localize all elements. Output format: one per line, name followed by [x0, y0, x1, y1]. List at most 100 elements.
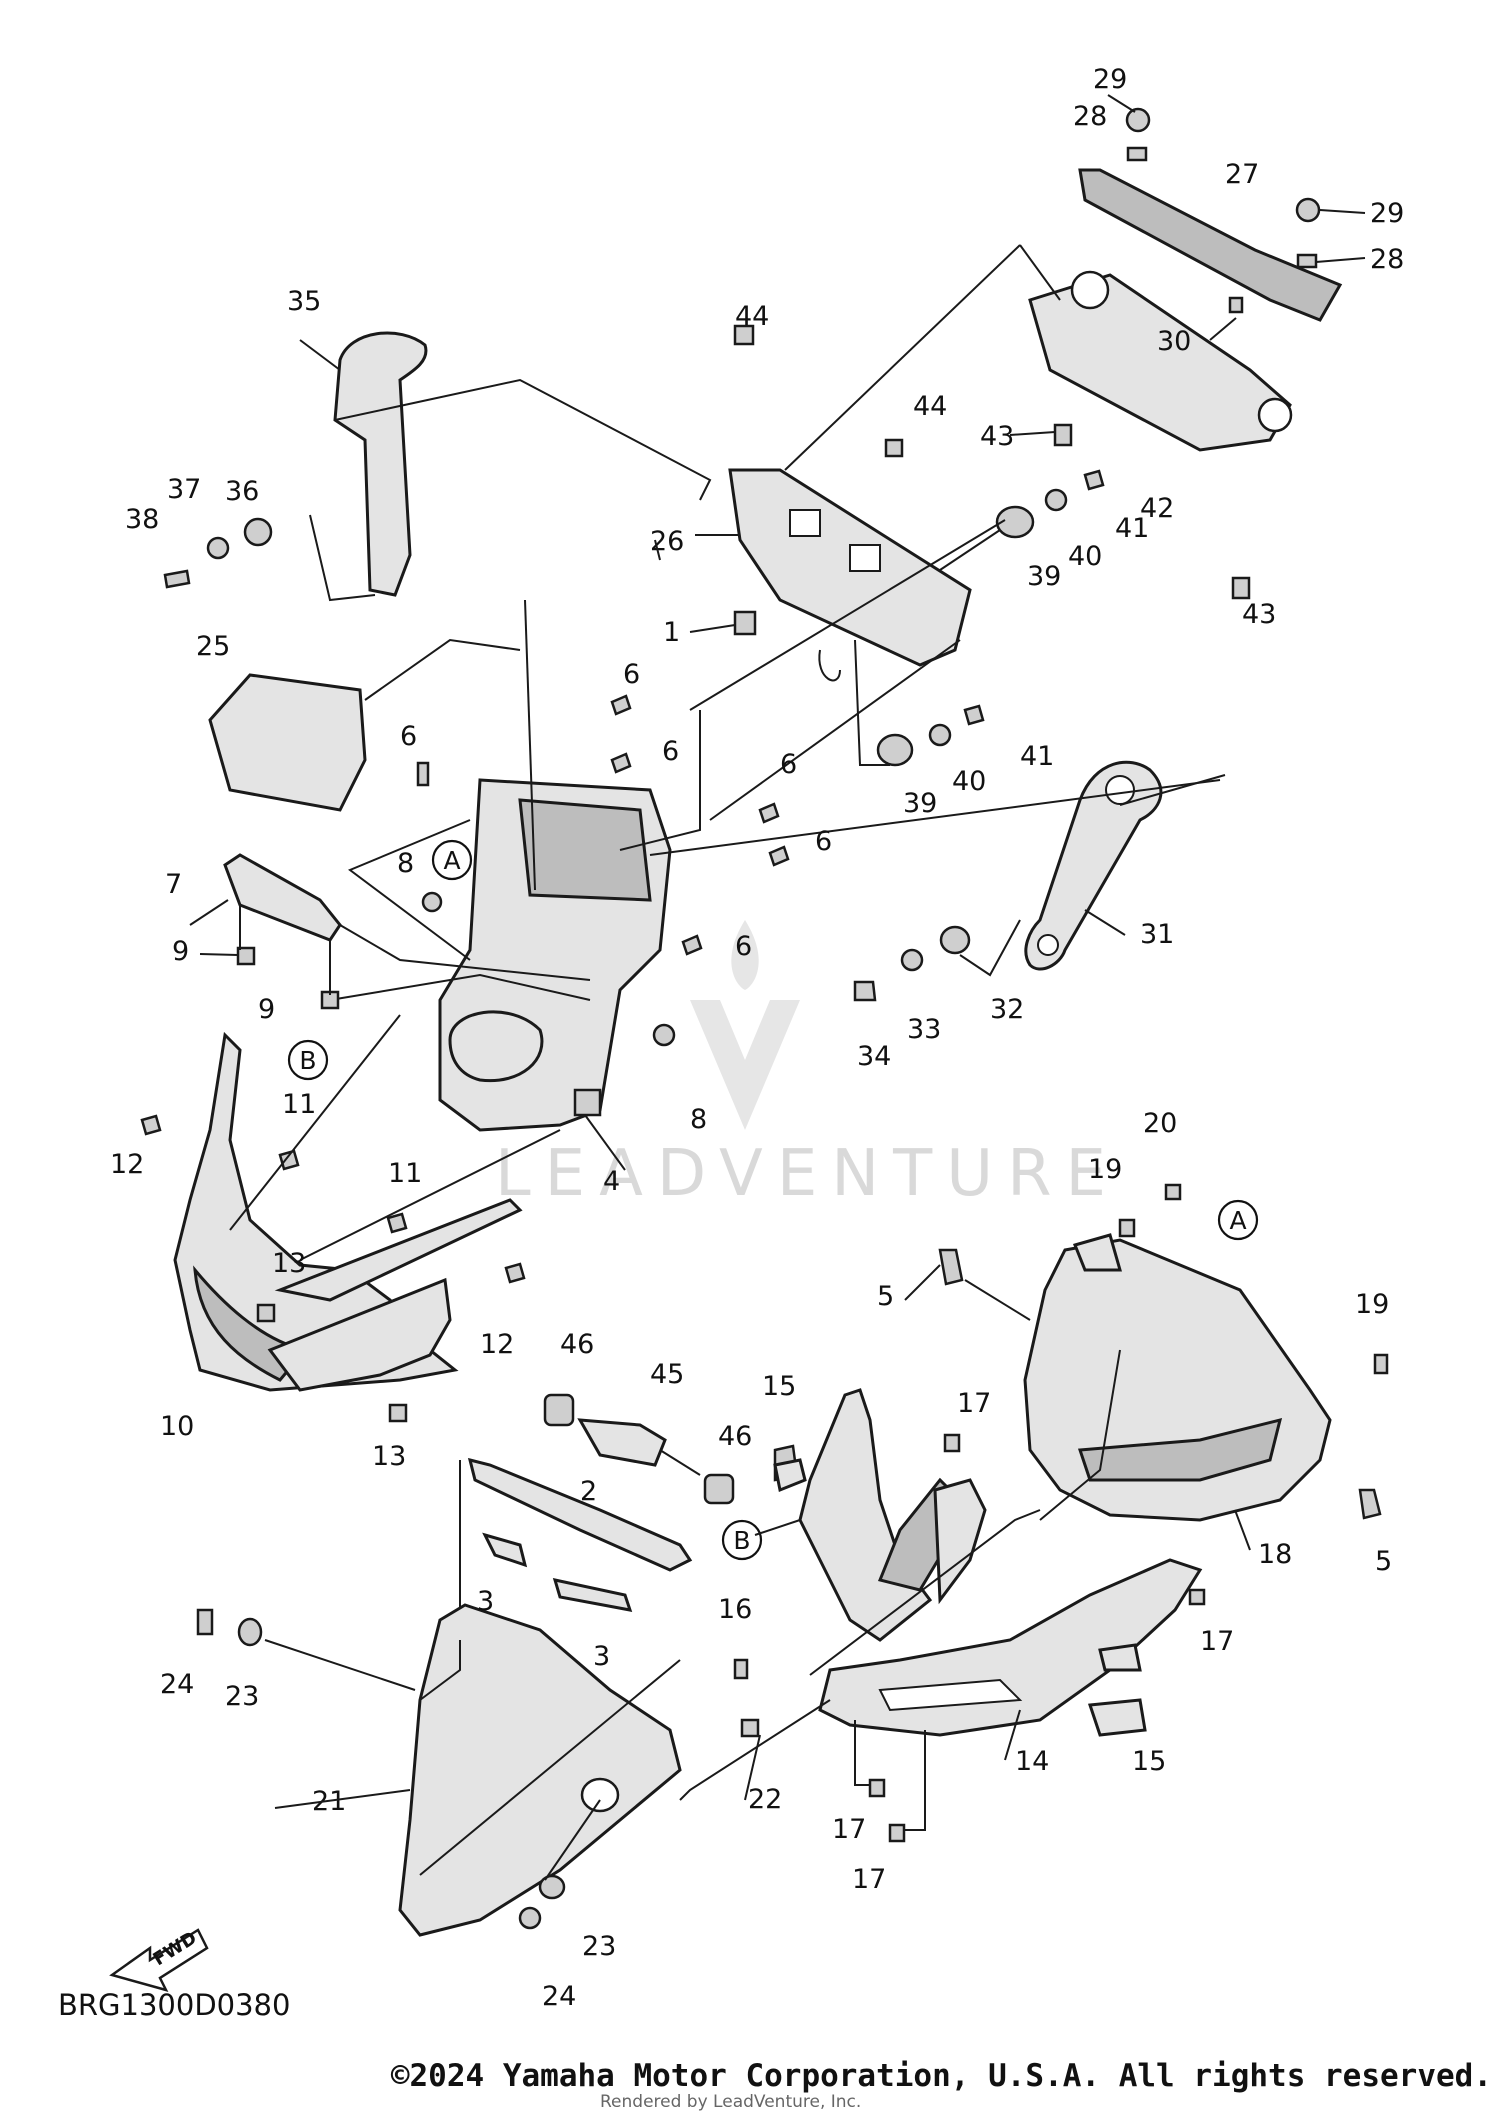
callout-5: 5 — [877, 1281, 894, 1312]
callout-8: 8 — [397, 848, 414, 879]
callout-17b: 17 — [1200, 1626, 1234, 1657]
callout-30: 30 — [1157, 326, 1191, 357]
callout-43b: 43 — [1242, 599, 1276, 630]
svg-text:A: A — [1229, 1206, 1246, 1235]
callout-leaders — [189, 94, 1366, 1809]
part-15-pads — [773, 1458, 1147, 1737]
callout-27: 27 — [1225, 159, 1259, 190]
part-11-strip — [229, 1014, 561, 1392]
callout-5b: 5 — [1375, 1546, 1392, 1577]
leader-25-housing — [524, 599, 536, 891]
callout-34: 34 — [857, 1041, 891, 1072]
part-21-cowl — [196, 1603, 682, 1937]
callout-46b: 46 — [718, 1421, 752, 1452]
leader-housing-3 — [709, 639, 961, 821]
callout-32: 32 — [990, 994, 1024, 1025]
leader-27-26 — [1019, 244, 1061, 301]
part-35-duct — [299, 331, 428, 597]
callout-6f: 6 — [735, 931, 752, 962]
callout-13: 13 — [272, 1248, 306, 1279]
part-18-headlight — [938, 1183, 1389, 1522]
part-10-panel — [140, 1031, 459, 1423]
callout-25: 25 — [196, 631, 230, 662]
watermark: LEADVENTURE — [495, 920, 1120, 1211]
callout-2: 2 — [580, 1476, 597, 1507]
callout-31: 31 — [1140, 919, 1174, 950]
callout-13b: 13 — [372, 1441, 406, 1472]
part-b-side-cowl — [773, 1388, 987, 1642]
leader-housing-4 — [649, 779, 1221, 856]
part-45-46-harness — [543, 1393, 735, 1505]
ref-circle-b-1: B — [287, 1039, 329, 1081]
callout-45: 45 — [650, 1359, 684, 1390]
callout-17c: 17 — [832, 1814, 866, 1845]
ref-circle-a-2: A — [1217, 1199, 1259, 1241]
svg-text:B: B — [733, 1526, 750, 1555]
callout-10: 10 — [160, 1411, 194, 1442]
part-31-bracket — [1024, 760, 1226, 971]
callout-44b: 44 — [913, 391, 947, 422]
callout-41b: 41 — [1020, 741, 1054, 772]
callout-16: 16 — [718, 1594, 752, 1625]
part-25-box — [208, 638, 521, 812]
callout-28: 28 — [1073, 101, 1107, 132]
callout-28b: 28 — [1370, 244, 1404, 275]
callout-39: 39 — [1027, 561, 1061, 592]
part-26-bracket — [728, 324, 972, 682]
callout-7: 7 — [165, 869, 182, 900]
callout-15: 15 — [762, 1371, 796, 1402]
callout-24b: 24 — [542, 1981, 576, 2012]
callout-43: 43 — [980, 421, 1014, 452]
ref-circle-b-2: B — [721, 1519, 763, 1561]
hardware-39-41-upper — [939, 469, 1105, 571]
callout-12b: 12 — [480, 1329, 514, 1360]
callout-29: 29 — [1093, 64, 1127, 95]
callouts: 29 28 27 29 28 30 35 44 44 43 41 40 42 3… — [110, 64, 1404, 2012]
callout-3: 3 — [477, 1586, 494, 1617]
part-4-housing — [329, 778, 672, 1132]
callout-11: 11 — [282, 1089, 316, 1120]
callout-29b: 29 — [1370, 198, 1404, 229]
svg-text:B: B — [299, 1046, 316, 1075]
rendered-by-credit: Rendered by LeadVenture, Inc. — [600, 2092, 862, 2112]
callout-3b: 3 — [593, 1641, 610, 1672]
callout-17d: 17 — [852, 1864, 886, 1895]
watermark-text: LEADVENTURE — [495, 1137, 1120, 1211]
copyright-notice: ©2024 Yamaha Motor Corporation, U.S.A. A… — [390, 2058, 1492, 2094]
hardware-39-41-lower — [854, 639, 985, 767]
diagram-code: BRG1300D0380 — [58, 1988, 291, 2022]
callout-22: 22 — [748, 1784, 782, 1815]
callout-9b: 9 — [258, 994, 275, 1025]
callout-11b: 11 — [388, 1158, 422, 1189]
callout-20: 20 — [1143, 1108, 1177, 1139]
hardware-36-38 — [163, 514, 376, 602]
callout-23: 23 — [225, 1681, 259, 1712]
leader-housing-2 — [689, 519, 1006, 711]
callout-23b: 23 — [582, 1931, 616, 1962]
callout-15b: 15 — [1132, 1746, 1166, 1777]
part-7-stay — [223, 853, 591, 1010]
callout-42: 42 — [1140, 493, 1174, 524]
hardware-6-8 — [416, 694, 790, 1047]
callout-33: 33 — [907, 1014, 941, 1045]
part-27-stay — [1078, 107, 1343, 322]
fwd-arrow-icon: FWD — [109, 1927, 209, 1992]
callout-24: 24 — [160, 1669, 194, 1700]
callout-38: 38 — [125, 504, 159, 535]
leader-housing-1 — [619, 710, 701, 851]
part-14-cowl — [679, 1509, 1206, 1843]
callout-44: 44 — [735, 301, 769, 332]
part-42-stay — [1028, 270, 1293, 600]
callout-6b: 6 — [662, 736, 679, 767]
callout-14: 14 — [1015, 1746, 1049, 1777]
svg-text:A: A — [443, 846, 460, 875]
leader-27-26b — [784, 244, 1021, 471]
callout-41: 41 — [1115, 513, 1149, 544]
callout-35: 35 — [287, 286, 321, 317]
callout-6d: 6 — [780, 749, 797, 780]
part-2-bracket — [459, 1457, 693, 1640]
callout-17: 17 — [957, 1388, 991, 1419]
hardware-32-34 — [853, 919, 1021, 1002]
callout-4: 4 — [603, 1166, 620, 1197]
